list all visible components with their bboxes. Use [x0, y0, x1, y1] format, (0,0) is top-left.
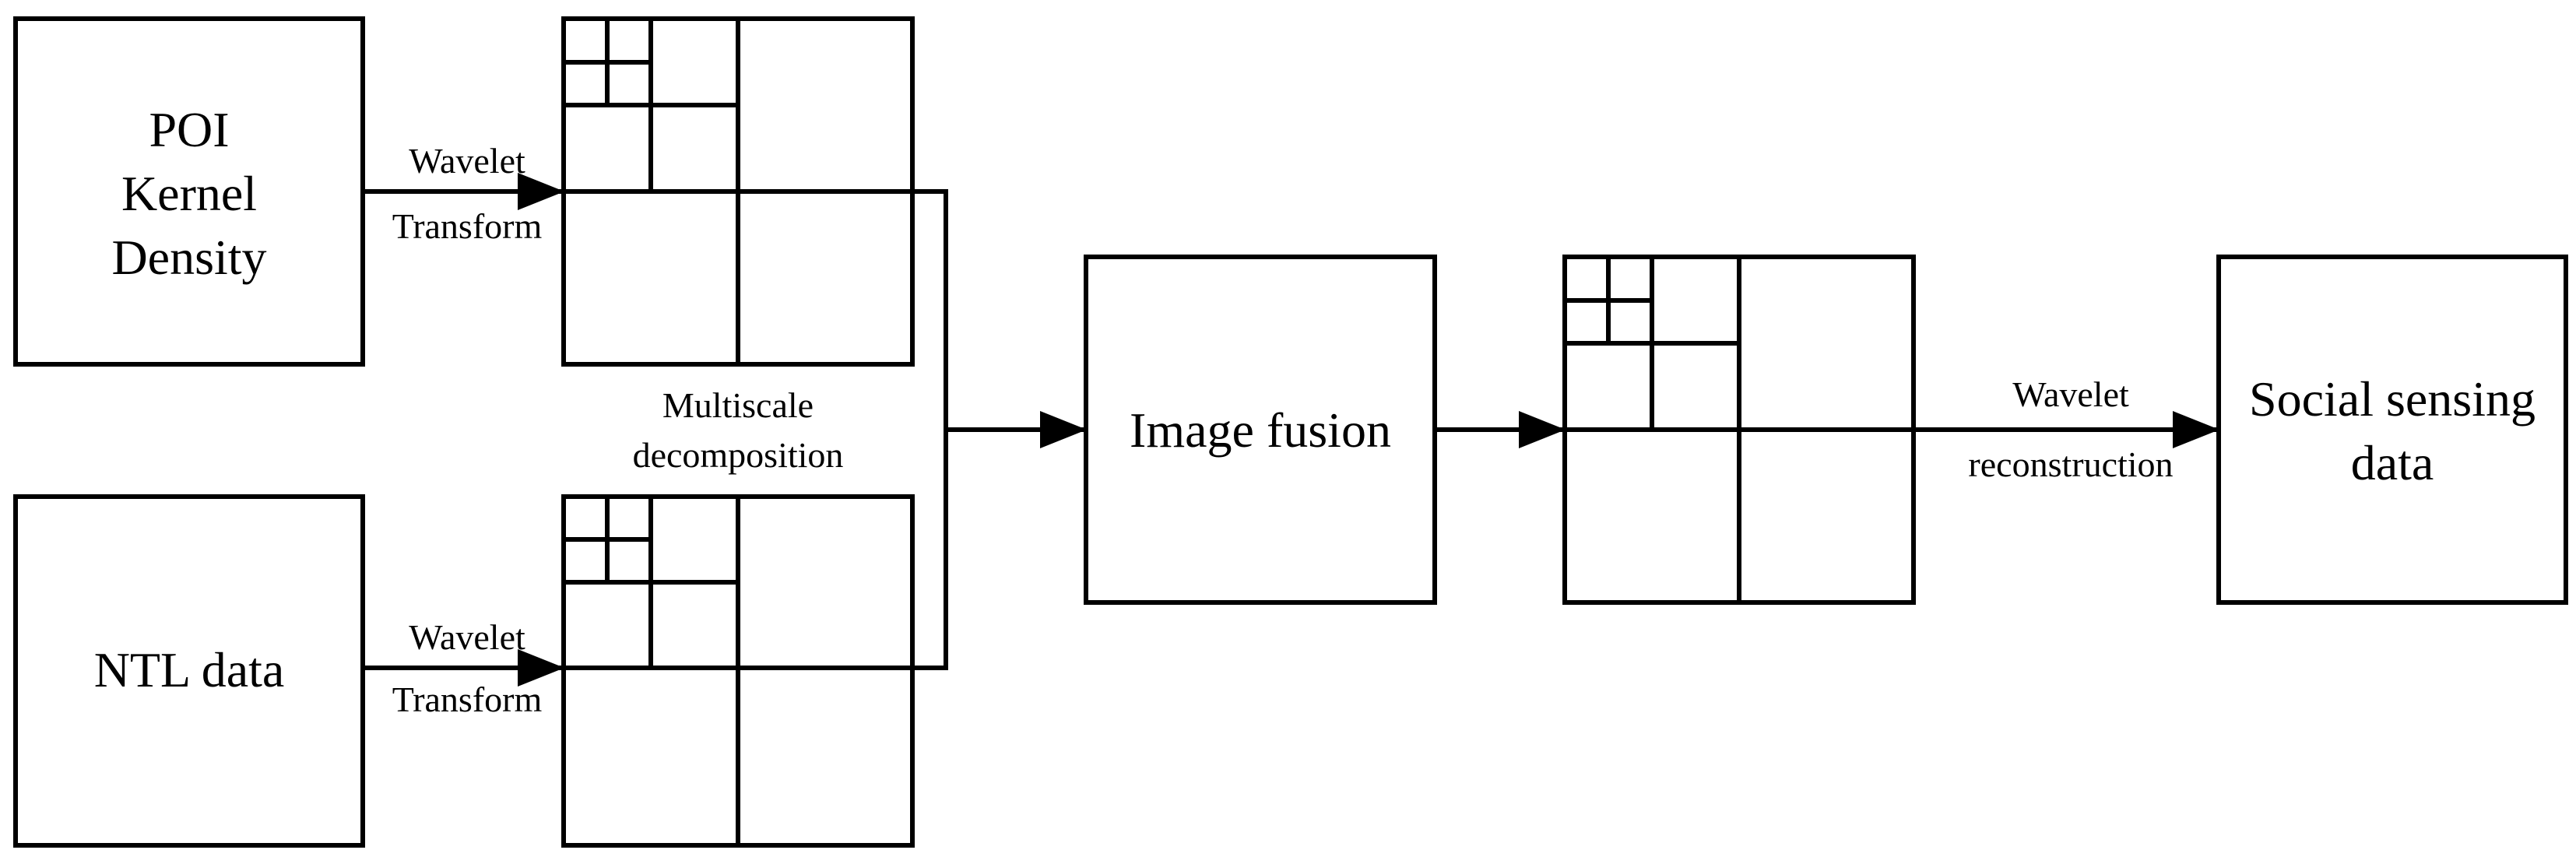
output-line-2: data — [2351, 435, 2434, 490]
bottom-wavelet-transform-arrow: Wavelet Transform — [363, 617, 564, 719]
output-line-1: Social sensing — [2249, 371, 2536, 427]
image-fusion-box: Image fusion — [1084, 255, 1437, 605]
merge-connector — [912, 189, 1087, 670]
fusion-label: Image fusion — [1130, 402, 1391, 458]
multiscale-decomposition-label: Multiscale decomposition — [633, 385, 844, 475]
social-sensing-data-box: Social sensing data — [2216, 255, 2568, 605]
top-transform-label-2: Transform — [392, 206, 543, 246]
bottom-transform-label-2: Transform — [392, 680, 543, 719]
decomposition-label-2: decomposition — [633, 435, 844, 475]
top-transform-label-1: Wavelet — [409, 141, 525, 181]
poi-line-3: Density — [111, 230, 266, 285]
ntl-label: NTL data — [94, 642, 285, 697]
ntl-data-box: NTL data — [13, 494, 365, 848]
reconstruction-label-1: Wavelet — [2012, 374, 2129, 414]
poi-line-2: Kernel — [121, 166, 257, 221]
fused-decomposition-grid — [1562, 255, 1916, 605]
wavelet-reconstruction-arrow: Wavelet reconstruction — [1914, 374, 2219, 484]
top-wavelet-transform-arrow: Wavelet Transform — [363, 141, 564, 246]
decomposition-label-1: Multiscale — [662, 385, 814, 425]
poi-line-1: POI — [149, 102, 229, 157]
reconstruction-label-2: reconstruction — [1968, 444, 2173, 484]
bottom-transform-label-1: Wavelet — [409, 617, 525, 657]
top-decomposition-grid — [561, 16, 915, 367]
bottom-decomposition-grid — [561, 494, 915, 848]
poi-kernel-density-box: POI Kernel Density — [13, 16, 365, 367]
